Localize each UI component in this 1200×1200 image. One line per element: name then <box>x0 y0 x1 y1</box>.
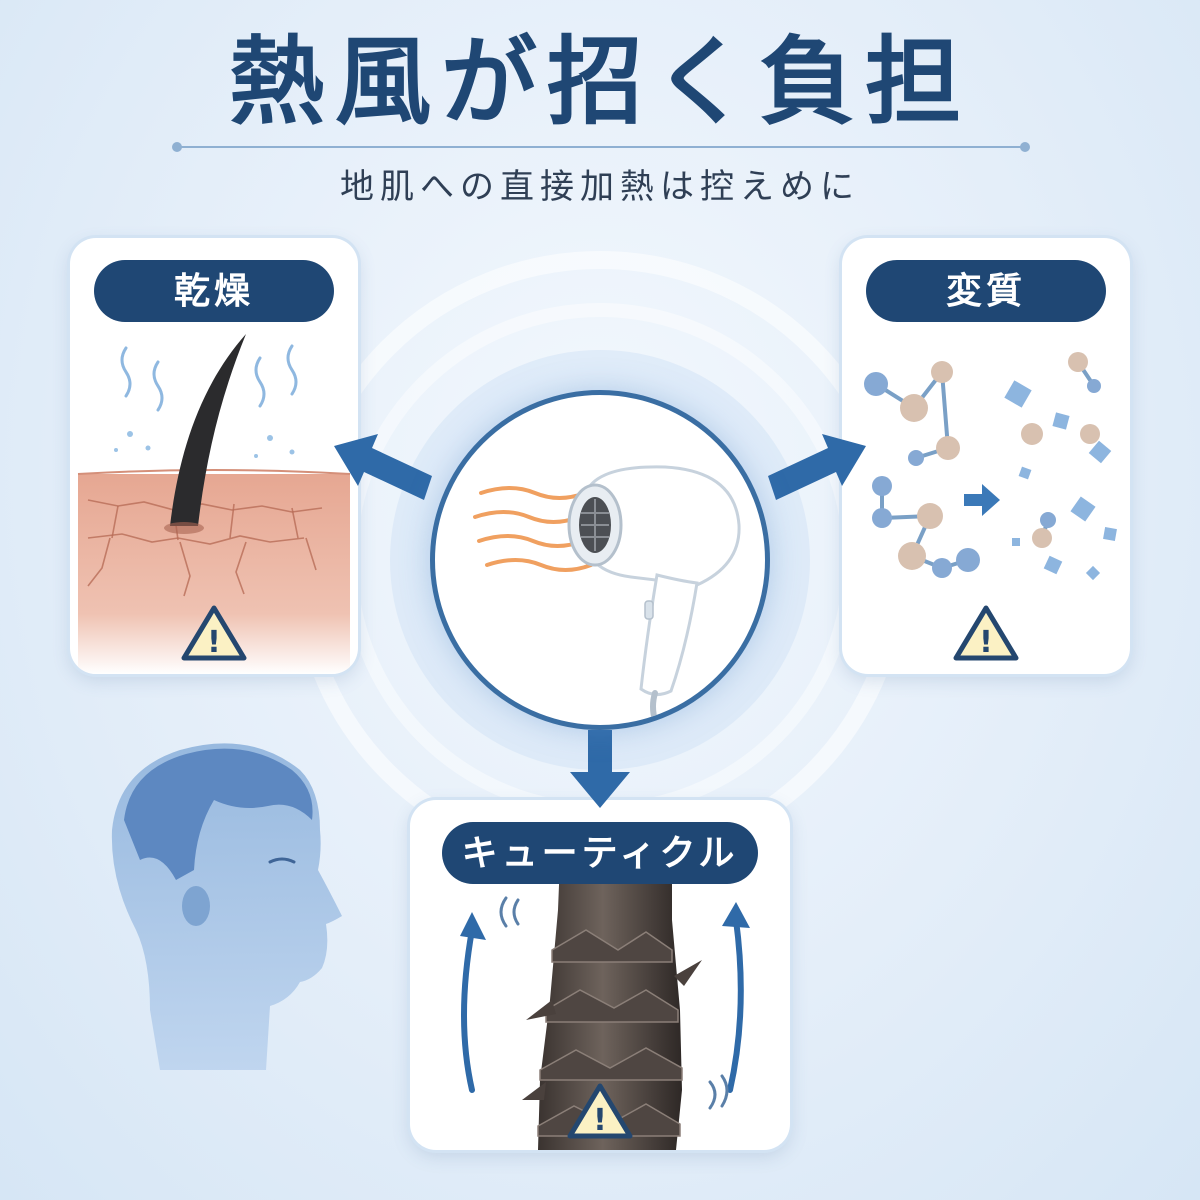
page-title: 熱風が招く負担 <box>229 25 971 138</box>
cuticle-illustration <box>460 860 750 1150</box>
dryness-card: 乾燥 ! <box>70 238 358 674</box>
arrow-to-denaturation <box>768 434 866 500</box>
cuticle-card: キューティクル ! <box>410 800 790 1150</box>
lift-arrows <box>461 917 744 1093</box>
hair-strand-icon <box>170 334 246 526</box>
warning-glyph: ! <box>593 1103 607 1138</box>
dryness-label: 乾燥 <box>94 260 334 322</box>
steam-waves <box>120 344 298 412</box>
arrow-to-dryness <box>334 434 432 500</box>
page-subtitle: 地肌への直接加熱は控えめに <box>340 167 860 207</box>
title-divider <box>172 142 1030 152</box>
transform-arrow-icon <box>964 484 1000 516</box>
loose-atoms <box>1021 352 1101 548</box>
arrow-to-cuticle <box>570 730 630 808</box>
warning-icon: ! <box>567 1083 633 1139</box>
skin-cracks <box>87 499 323 597</box>
warning-icon: ! <box>181 605 247 661</box>
cuticle-label: キューティクル <box>442 822 758 884</box>
intact-molecules <box>864 361 980 578</box>
hair-dryer-icon <box>473 465 741 725</box>
broken-fragments <box>1004 380 1117 581</box>
denaturation-card: 変質 ! <box>842 238 1130 674</box>
denaturation-label: 変質 <box>866 260 1106 322</box>
moisture-dots <box>114 431 295 458</box>
warning-glyph: ! <box>207 625 221 660</box>
warning-glyph: ! <box>979 625 993 660</box>
warning-icon: ! <box>953 605 1019 661</box>
hot-air-waves <box>473 486 593 572</box>
hair-dryer-circle <box>430 390 770 730</box>
molecule-breakdown-illustration <box>864 352 1117 581</box>
